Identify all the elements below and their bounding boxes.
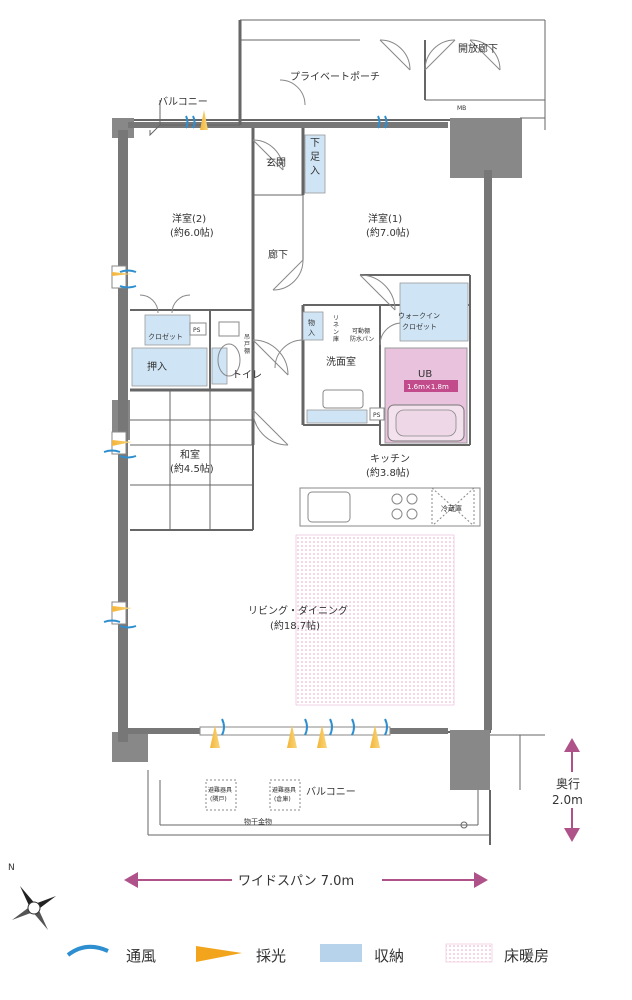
evac-1-line-1: 避難器具 [208, 786, 232, 794]
compass: N [8, 863, 56, 930]
linen-char-1: リ [333, 315, 339, 322]
linen-char-2: ネ [333, 322, 339, 329]
western2-name: 洋室(2) [172, 212, 206, 225]
depth-value: 2.0m [552, 793, 583, 807]
linen-char-3: ン [333, 329, 339, 336]
depth-label: 奥行 [556, 777, 580, 791]
legend-sunlight: 採光 [256, 947, 286, 965]
japanese-room-size: (約4.5帖) [170, 462, 214, 475]
shoe-cabinet-char-1: 下 [310, 138, 320, 149]
open-corridor-label: 開放廊下 [458, 42, 498, 55]
balcony-top-label: バルコニー [158, 96, 208, 108]
entrance-label: 玄関 [266, 156, 286, 169]
width-dimension: ワイドスパン 7.0m [124, 870, 488, 889]
washroom-label: 洗面室 [326, 355, 356, 368]
hanging-shelf-char-2: 戸 [244, 341, 250, 348]
depth-dimension: 奥行 2.0m [548, 738, 596, 842]
evac-1-line-2: (隣戸) [210, 795, 227, 803]
movable-shelf-line-1: 可動棚 [352, 327, 370, 335]
walk-in-closet-line-1: ウォークイン [398, 312, 440, 320]
toilet-label: トイレ [232, 370, 262, 381]
storage-char-2: 入 [308, 329, 315, 337]
living-size: (約18.7帖) [270, 619, 320, 632]
storage-swatch [320, 944, 362, 962]
fixtures [189, 321, 481, 811]
western2-size: (約6.0帖) [170, 226, 214, 239]
walk-in-closet-line-2: クロゼット [402, 322, 437, 331]
kitchen-name: キッチン [370, 453, 410, 465]
linen-char-4: 庫 [333, 335, 339, 343]
legend: 通風 採光 収納 床暖房 [66, 943, 549, 965]
oshiire-label: 押入 [147, 360, 167, 373]
legend-storage: 収納 [374, 947, 404, 965]
closet-label: クロゼット [148, 332, 183, 341]
ub-size: 1.6m×1.8m [407, 383, 449, 391]
mb-label: MB [457, 105, 466, 112]
sunlight-markers [112, 110, 380, 748]
fridge-label: 冷蔵庫 [441, 504, 462, 513]
ps-label-2: PS [373, 412, 381, 419]
ps-label-1: PS [193, 327, 201, 334]
balcony-bottom-label: バルコニー [306, 786, 356, 798]
living-name: リビング・ダイニング [248, 604, 348, 617]
width-span-label: ワイドスパン 7.0m [238, 874, 354, 889]
evac-2-line-2: (倉庫) [274, 795, 291, 803]
laundry-hanger-label: 物干金物 [244, 817, 272, 826]
storage-areas [131, 134, 469, 424]
shoe-cabinet-char-2: 足 [310, 151, 320, 163]
japanese-room-name: 和室 [180, 448, 200, 461]
room-labels: 開放廊下 MB プライベートポーチ バルコニー 玄関 下 足 入 洋室(2) (… [147, 42, 498, 826]
legend-ventilation: 通風 [126, 947, 156, 965]
western1-size: (約7.0帖) [366, 226, 410, 239]
evac-2-line-1: 避難器具 [272, 786, 296, 794]
kitchen-size: (約3.8帖) [366, 466, 410, 479]
hanging-shelf-char-1: 吊 [244, 334, 250, 341]
movable-shelf-line-2: 防水パン [350, 335, 374, 343]
hallway-label: 廊下 [268, 248, 288, 261]
wind-icon [66, 944, 109, 957]
ub-name: UB [418, 369, 432, 380]
ventilation-markers [103, 115, 388, 736]
walls [112, 19, 546, 845]
private-porch-label: プライベートポーチ [290, 71, 380, 83]
compass-icon [12, 886, 56, 930]
compass-north-label: N [8, 863, 15, 873]
ub-bathroom [384, 347, 468, 444]
legend-floor-heating: 床暖房 [504, 947, 549, 965]
floor-heating-area [295, 534, 455, 706]
hanging-shelf-char-3: 棚 [244, 347, 250, 355]
storage-char-1: 物 [308, 318, 315, 327]
sunlight-icon [196, 946, 242, 962]
door-swings [139, 39, 501, 446]
western1-name: 洋室(1) [368, 212, 402, 225]
shoe-cabinet-char-3: 入 [310, 166, 320, 177]
floor-heating-swatch [445, 943, 493, 963]
